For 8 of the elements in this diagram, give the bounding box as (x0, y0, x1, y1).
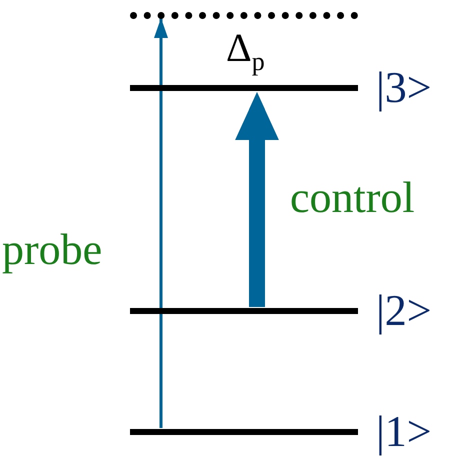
arrow (235, 92, 279, 307)
detuning-label: Δ$_{p}$ (226, 26, 265, 78)
edge-label: control (290, 174, 415, 222)
edge-label: probe (2, 226, 102, 274)
state-label: |1> (376, 408, 432, 456)
state-label: |3> (376, 64, 432, 112)
state-label: |2> (376, 287, 432, 335)
arrow (154, 18, 168, 428)
